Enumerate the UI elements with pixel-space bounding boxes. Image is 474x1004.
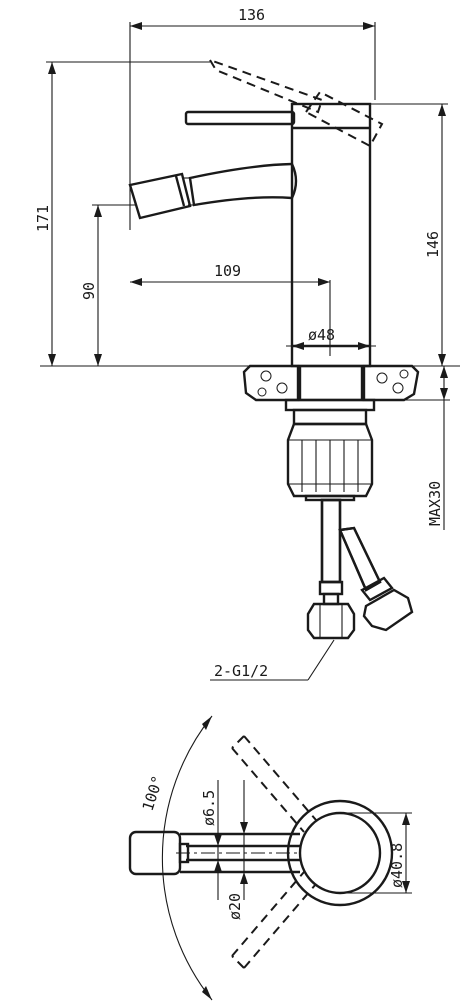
dim-label-max30: MAX30 xyxy=(426,481,444,526)
dim-label-d48: ø48 xyxy=(308,326,335,344)
lever-handle xyxy=(184,110,296,126)
dim-arm-diameter: ø20 xyxy=(226,822,248,920)
thread-label: 2-G1/2 xyxy=(214,662,268,680)
spout-arm-top xyxy=(176,832,300,874)
dim-label-146: 146 xyxy=(424,231,442,258)
swing-phantom-lower xyxy=(231,871,317,969)
dim-width-overall: 136 xyxy=(129,6,376,230)
fixing-nut xyxy=(286,422,374,502)
swing-phantom-upper xyxy=(231,735,317,833)
dim-label-d20: ø20 xyxy=(226,893,244,920)
dim-top-body-diameter: ø40.8 xyxy=(340,812,412,894)
dim-label-109: 109 xyxy=(214,262,241,280)
bidet-spout xyxy=(128,162,298,220)
body-top-circle xyxy=(286,799,394,907)
dim-label-d6-5: ø6.5 xyxy=(200,790,218,826)
supply-hose-right xyxy=(338,526,414,632)
nozzle-head-top xyxy=(128,830,190,876)
top-view: 100° ø40.8 xyxy=(128,715,412,1001)
dim-label-171: 171 xyxy=(34,205,52,232)
angle-label-100: 100° xyxy=(139,773,167,813)
dim-label-d40-8: ø40.8 xyxy=(388,843,406,888)
dim-height-overall: 171 xyxy=(34,61,210,366)
deck-section-right xyxy=(362,364,420,402)
dim-body-diameter: ø48 xyxy=(286,326,376,350)
mounting-shank xyxy=(284,364,376,426)
deck-section-left xyxy=(242,364,300,402)
dim-label-90: 90 xyxy=(80,282,98,300)
thread-callout: 2-G1/2 xyxy=(210,639,335,681)
swing-angle-arc: 100° xyxy=(139,715,213,1001)
dim-spout-height: 90 xyxy=(80,204,135,366)
dim-deck-thickness: MAX30 xyxy=(426,366,448,530)
dim-body-height: 146 xyxy=(360,103,448,366)
supply-hose-left xyxy=(306,498,356,640)
dim-spout-reach: 109 xyxy=(130,262,331,356)
lever-raised-phantom xyxy=(207,58,384,148)
dim-label-136: 136 xyxy=(238,6,265,24)
side-view: 136 171 90 109 xyxy=(34,6,460,681)
dim-nozzle-diameter: ø6.5 xyxy=(200,780,245,900)
